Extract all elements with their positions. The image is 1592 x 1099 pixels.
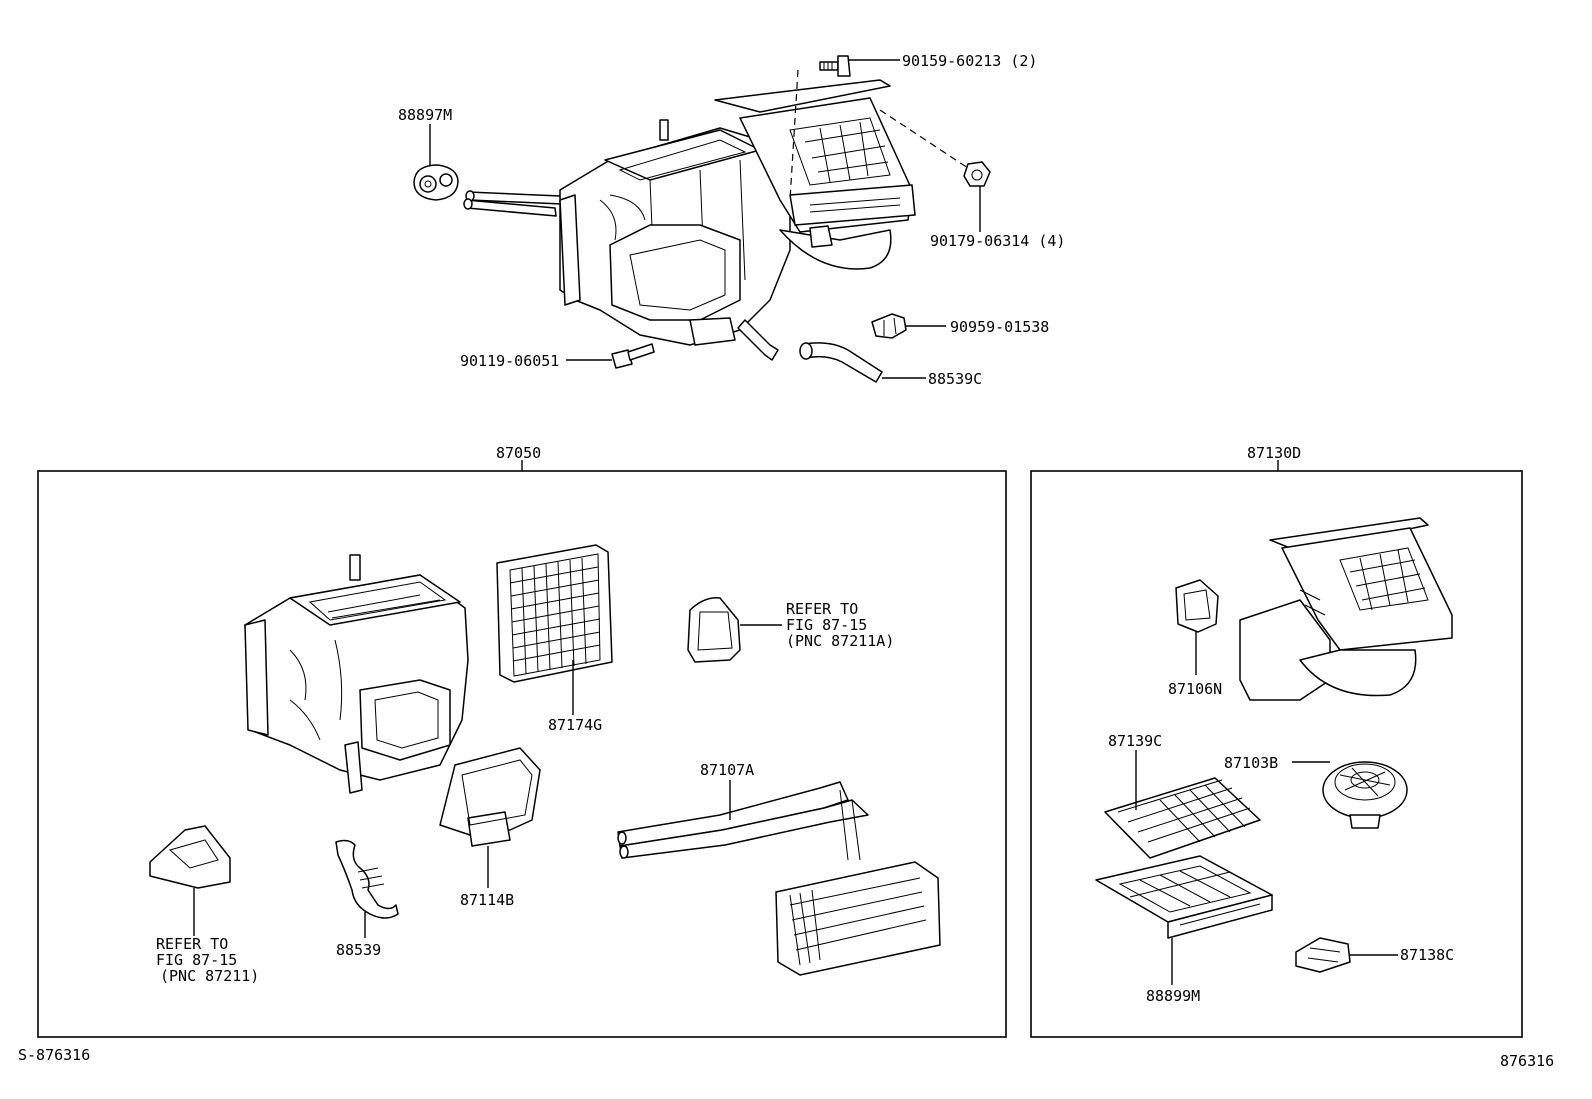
filter-icon — [496, 544, 613, 683]
blower-unit-icon — [1239, 517, 1453, 701]
label-87107a: 87107A — [700, 761, 754, 779]
refer-note-b-line1: REFER TO — [156, 935, 228, 953]
evaporator-icon — [1104, 777, 1261, 859]
nut-icon — [963, 161, 991, 187]
label-88899m: 88899M — [1146, 987, 1200, 1005]
heater-core-icon — [617, 781, 941, 976]
servo-icon — [687, 597, 741, 663]
footer-left-code: S-876316 — [18, 1046, 90, 1064]
clamp-icon — [871, 313, 907, 339]
hose-icon — [737, 319, 779, 361]
refer-note-a-line3: (PNC 87211A) — [786, 632, 894, 650]
refer-note-b-line3: (PNC 87211) — [160, 967, 259, 985]
refer-note-a-line2: FIG 87-15 — [786, 616, 867, 634]
label-88539: 88539 — [336, 941, 381, 959]
heater-unit-icon — [559, 119, 791, 346]
label-87138c: 87138C — [1400, 946, 1454, 964]
pipe-icon — [463, 190, 563, 217]
label-87050: 87050 — [496, 444, 541, 462]
hose-icon — [335, 839, 399, 919]
screw-icon — [611, 343, 655, 369]
footer-right-code: 876316 — [1500, 1052, 1554, 1070]
label-87103b: 87103B — [1224, 754, 1278, 772]
servo-icon — [149, 825, 231, 889]
grommet-icon — [413, 164, 459, 201]
refer-note-b-line2: FIG 87-15 — [156, 951, 237, 969]
blower-unit-icon — [714, 79, 916, 270]
hose-icon — [799, 342, 883, 383]
box-87130d — [1030, 470, 1523, 1038]
label-87130d: 87130D — [1247, 444, 1301, 462]
filter-icon — [1095, 855, 1273, 939]
heater-assembly-top — [413, 55, 991, 383]
label-87174g: 87174G — [548, 716, 602, 734]
bolt-icon — [819, 55, 851, 77]
label-90119-06051: 90119-06051 — [460, 352, 559, 370]
label-90159-60213: 90159-60213 (2) — [902, 52, 1037, 70]
refer-note-a-line1: REFER TO — [786, 600, 858, 618]
label-87106n: 87106N — [1168, 680, 1222, 698]
heater-case-icon — [244, 554, 469, 794]
label-87114b: 87114B — [460, 891, 514, 909]
duct-icon — [439, 747, 541, 847]
blower-motor-icon — [1322, 761, 1408, 829]
label-90179-06314: 90179-06314 (4) — [930, 232, 1065, 250]
label-88539c: 88539C — [928, 370, 982, 388]
label-87139c: 87139C — [1108, 732, 1162, 750]
label-90959-01538: 90959-01538 — [950, 318, 1049, 336]
label-88897m: 88897M — [398, 106, 452, 124]
servo-icon — [1175, 579, 1219, 633]
resistor-icon — [1295, 937, 1351, 973]
